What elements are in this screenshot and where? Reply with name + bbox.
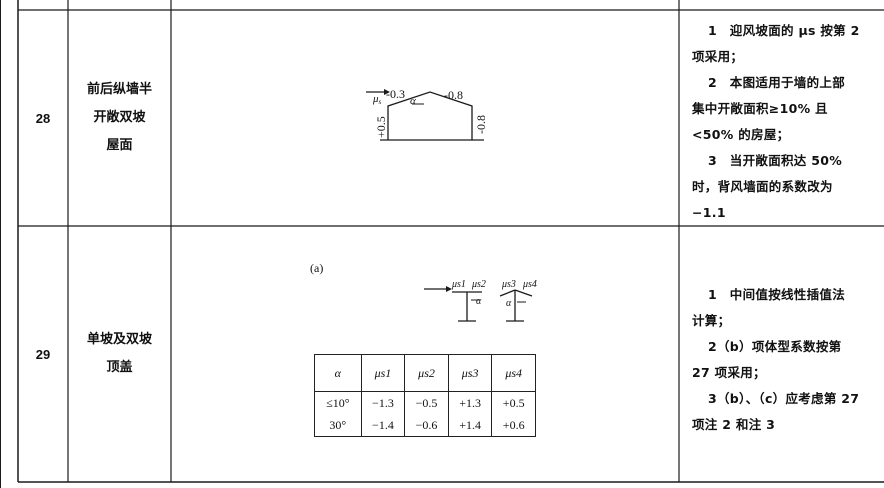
- mu-label: μs: [372, 93, 382, 106]
- table-cell: −0.5: [404, 391, 449, 414]
- note-line: 2 本图适用于墙的上部: [708, 75, 845, 90]
- note-line: −1.1: [692, 205, 726, 220]
- note-line: 3（b）、（c）应考虑第 27: [708, 391, 860, 406]
- note-line: 1 迎风坡面的 μs 按第 2: [708, 23, 860, 38]
- angle-label: α: [476, 296, 482, 307]
- table-header: μs2: [404, 354, 449, 392]
- angle-label: α: [410, 95, 416, 107]
- table-cell: −1.3: [360, 391, 406, 414]
- windward-wall-coef: +0.5: [374, 116, 388, 138]
- row-name: 前后纵墙半 开敞双坡 屋面: [68, 10, 171, 226]
- table-cell: −0.6: [404, 414, 449, 437]
- table-cell: +0.6: [491, 414, 536, 437]
- coefficient-table: α μs1 μs2 μs3 μs4 ≤10° −1.3 −0.5 +1.3 +0…: [314, 354, 536, 437]
- row-name-line: 前后纵墙半: [86, 82, 152, 97]
- note-line: 项注 2 和注 3: [692, 417, 776, 432]
- table-cell: 30°: [314, 414, 362, 437]
- note-line: 3 当开敞面积达 50%: [708, 153, 843, 168]
- row-number: 28: [35, 110, 51, 126]
- table-cell: +1.4: [447, 414, 493, 437]
- table-cell: +1.3: [447, 391, 493, 414]
- row-number: 29: [35, 346, 51, 362]
- mu-s4-label: μs4: [522, 279, 537, 290]
- table-header: μs1: [360, 354, 406, 392]
- table-cell: ≤10°: [314, 391, 362, 414]
- leeward-wall-coef: -0.8: [474, 115, 488, 134]
- angle-label: α: [506, 298, 512, 309]
- note-line: 计算；: [692, 313, 731, 328]
- table-row: 30° −1.4 −0.6 +1.4 +0.6: [314, 414, 536, 437]
- table-header-row: α μs1 μs2 μs3 μs4: [314, 354, 536, 392]
- note-line: 1 中间值按线性插值法: [708, 287, 845, 302]
- row-notes: 1 迎风坡面的 μs 按第 2 项采用； 2 本图适用于墙的上部 集中开敞面积≥…: [692, 18, 880, 226]
- mu-s3-label: μs3: [501, 279, 516, 290]
- mu-s1-label: μs1: [451, 279, 466, 290]
- table-row: ≤10° −1.3 −0.5 +1.3 +0.5: [314, 391, 536, 414]
- table-header: μs3: [447, 354, 493, 392]
- table-cell: +0.5: [491, 391, 536, 414]
- figure-label: (a): [310, 261, 323, 275]
- mu-s2-label: μs2: [471, 279, 486, 290]
- row-name-line: 屋面: [106, 138, 133, 153]
- note-line: 项采用；: [692, 49, 744, 64]
- note-line: 2（b）项体型系数按第: [708, 339, 842, 354]
- leeward-roof-coef: -0.8: [444, 88, 463, 102]
- row-name-line: 顶盖: [106, 360, 133, 375]
- row-name: 单坡及双坡 顶盖: [68, 226, 171, 482]
- note-line: 27 项采用；: [692, 365, 766, 380]
- note-line: <50% 的房屋；: [692, 127, 790, 142]
- row-name-line: 单坡及双坡: [86, 332, 152, 347]
- table-header: α: [314, 354, 362, 392]
- windward-roof-coef: -0.3: [386, 87, 405, 101]
- mu-sub: s: [379, 98, 382, 106]
- table-cell: −1.4: [360, 414, 406, 437]
- note-line: 集中开敞面积≥10% 且: [692, 101, 828, 116]
- row-name-line: 开敞双坡: [93, 110, 146, 125]
- row-notes: 1 中间值按线性插值法 计算； 2（b）项体型系数按第 27 项采用； 3（b）…: [692, 282, 880, 438]
- table-header: μs4: [491, 354, 536, 392]
- note-line: 时，背风墙面的系数改为: [692, 179, 833, 194]
